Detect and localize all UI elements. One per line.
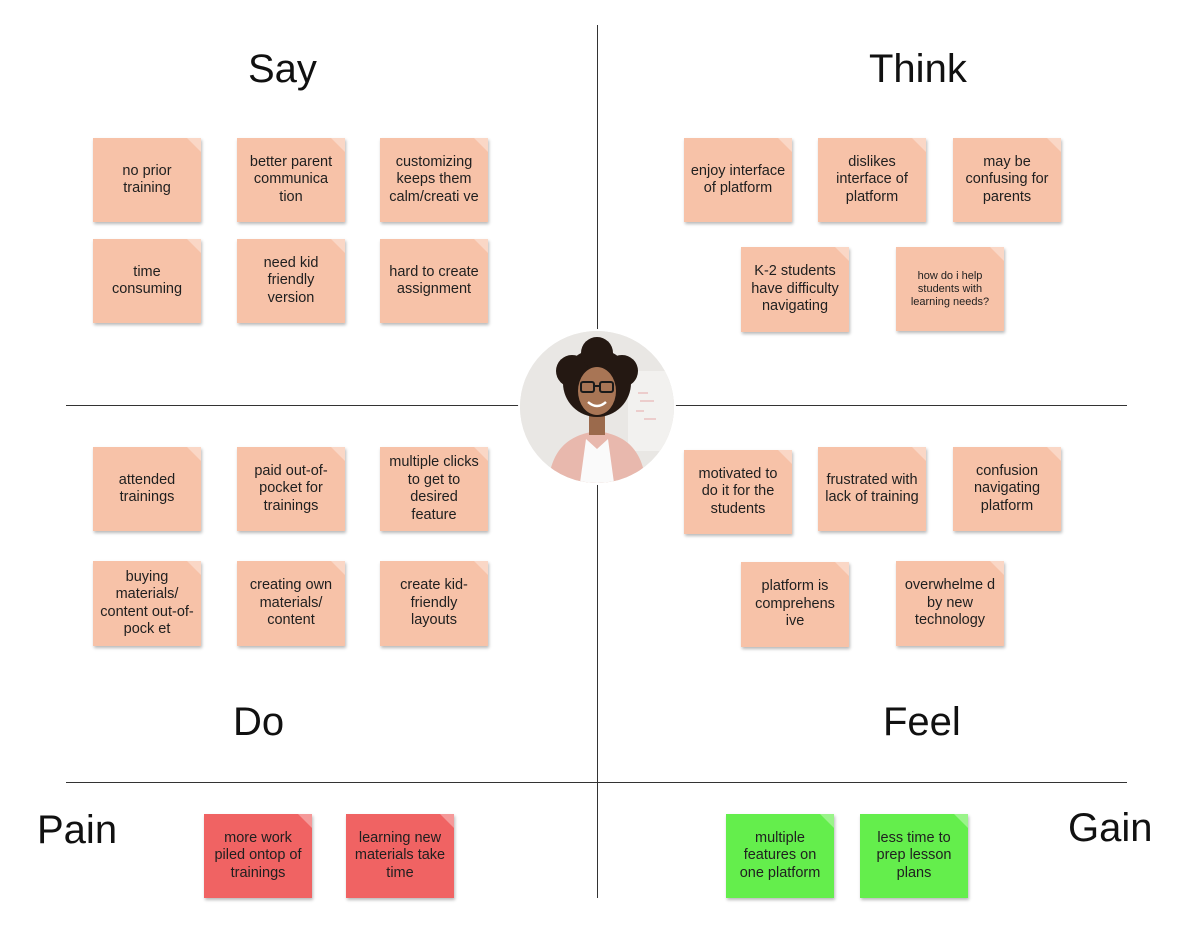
say-note[interactable]: need kid friendly version [237,239,345,323]
do-note[interactable]: paid out-of-pocket for trainings [237,447,345,531]
heading-do: Do [233,700,285,744]
do-note[interactable]: creating own materials/ content [237,561,345,646]
pain-note[interactable]: more work piled ontop of trainings [204,814,312,898]
do-note[interactable]: multiple clicks to get to desired featur… [380,447,488,531]
say-note[interactable]: customizing keeps them calm/creati ve [380,138,488,222]
horizontal-divider-bottom [66,782,1127,783]
gain-note[interactable]: less time to prep lesson plans [860,814,968,898]
say-note[interactable]: time consuming [93,239,201,323]
think-note[interactable]: dislikes interface of platform [818,138,926,222]
say-note[interactable]: better parent communica tion [237,138,345,222]
do-note[interactable]: attended trainings [93,447,201,531]
heading-say: Say [248,47,317,91]
horizontal-divider-middle-left [66,405,521,406]
say-note[interactable]: no prior training [93,138,201,222]
feel-note[interactable]: frustrated with lack of training [818,447,926,531]
persona-avatar [518,329,676,485]
heading-feel: Feel [883,700,961,744]
think-note[interactable]: may be confusing for parents [953,138,1061,222]
persona-photo-icon [520,331,674,483]
feel-note[interactable]: confusion navigating platform [953,447,1061,531]
think-note[interactable]: enjoy interface of platform [684,138,792,222]
do-note[interactable]: create kid-friendly layouts [380,561,488,646]
think-note[interactable]: K-2 students have difficulty navigating [741,247,849,332]
heading-pain: Pain [37,808,118,852]
pain-note[interactable]: learning new materials take time [346,814,454,898]
feel-note[interactable]: motivated to do it for the students [684,450,792,534]
feel-note[interactable]: platform is comprehens ive [741,562,849,647]
gain-note[interactable]: multiple features on one platform [726,814,834,898]
think-note[interactable]: how do i help students with learning nee… [896,247,1004,331]
heading-gain: Gain [1068,806,1153,850]
heading-think: Think [869,47,967,91]
feel-note[interactable]: overwhelme d by new technology [896,561,1004,646]
do-note[interactable]: buying materials/ content out-of-pock et [93,561,201,646]
say-note[interactable]: hard to create assignment [380,239,488,323]
horizontal-divider-middle-right [672,405,1127,406]
